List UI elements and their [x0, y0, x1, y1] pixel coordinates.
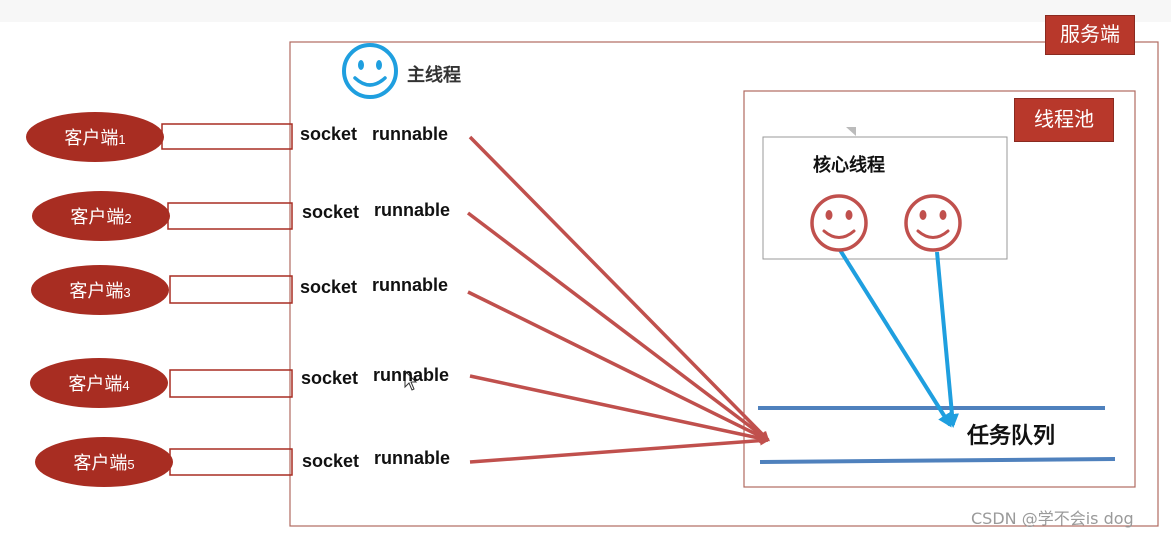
arrow-client-3 [467, 290, 770, 442]
client-2-name: 客户端 [70, 207, 125, 227]
core-thread-box [762, 136, 1008, 260]
server-box [289, 41, 1159, 527]
connector-2 [167, 202, 293, 230]
client-4-num: 4 [122, 378, 130, 393]
arrow-client-4 [469, 374, 770, 444]
client-connectors [161, 123, 293, 476]
socket-label-1: socket [300, 124, 358, 144]
watermark: CSDN @学不会is dog [971, 509, 1134, 528]
socket-label-4: socket [301, 368, 359, 388]
core-thread-smiley-icon-1 [810, 194, 868, 252]
connector-4 [169, 369, 293, 398]
arrow-client-2 [466, 211, 770, 442]
runnable-label-4: runnable [373, 365, 450, 385]
client-2-num: 2 [124, 211, 132, 226]
arrow-client-1 [468, 135, 770, 442]
main-thread-smiley-icon [342, 43, 398, 99]
task-queue-label: 任务队列 [967, 424, 1056, 449]
runnable-label-1: runnable [372, 124, 449, 144]
client-5-name: 客户端 [73, 453, 128, 473]
runnable-label-3: runnable [372, 275, 449, 295]
client-3-name: 客户端 [69, 281, 124, 301]
main-thread-label: 主线程 [407, 65, 461, 86]
top-band [0, 0, 1171, 22]
thread-pool-tag: 线程池 [1014, 98, 1114, 142]
socket-label-2: socket [302, 202, 360, 222]
thread-pool-box [743, 90, 1136, 488]
red-arrows [466, 135, 770, 464]
server-tag-label: 服务端 [1060, 24, 1120, 46]
triangle-mark [846, 127, 856, 136]
thread-pool-tag-label: 线程池 [1034, 109, 1094, 131]
connector-5 [169, 448, 293, 476]
client-3-num: 3 [123, 285, 131, 300]
core-thread-label: 核心线程 [813, 155, 885, 176]
socket-label-5: socket [302, 451, 360, 471]
mouse-cursor-icon [404, 369, 418, 391]
server-tag: 服务端 [1045, 15, 1135, 55]
arrow-thread-1 [838, 248, 952, 428]
runnable-label-5: runnable [374, 448, 451, 468]
connector-1 [161, 123, 293, 150]
client-5-num: 5 [127, 457, 135, 472]
arrow-client-5 [469, 435, 770, 464]
connector-3 [169, 275, 293, 304]
client-1-num: 1 [118, 132, 126, 147]
client-1-name: 客户端 [64, 128, 119, 148]
socket-label-3: socket [300, 277, 358, 297]
runnable-label-2: runnable [374, 200, 451, 220]
blue-arrows [838, 248, 959, 428]
core-thread-smiley-icon-2 [904, 194, 962, 252]
client-4-name: 客户端 [68, 374, 123, 394]
arrow-thread-2 [935, 251, 959, 428]
queue-bottom-line [759, 457, 1116, 464]
